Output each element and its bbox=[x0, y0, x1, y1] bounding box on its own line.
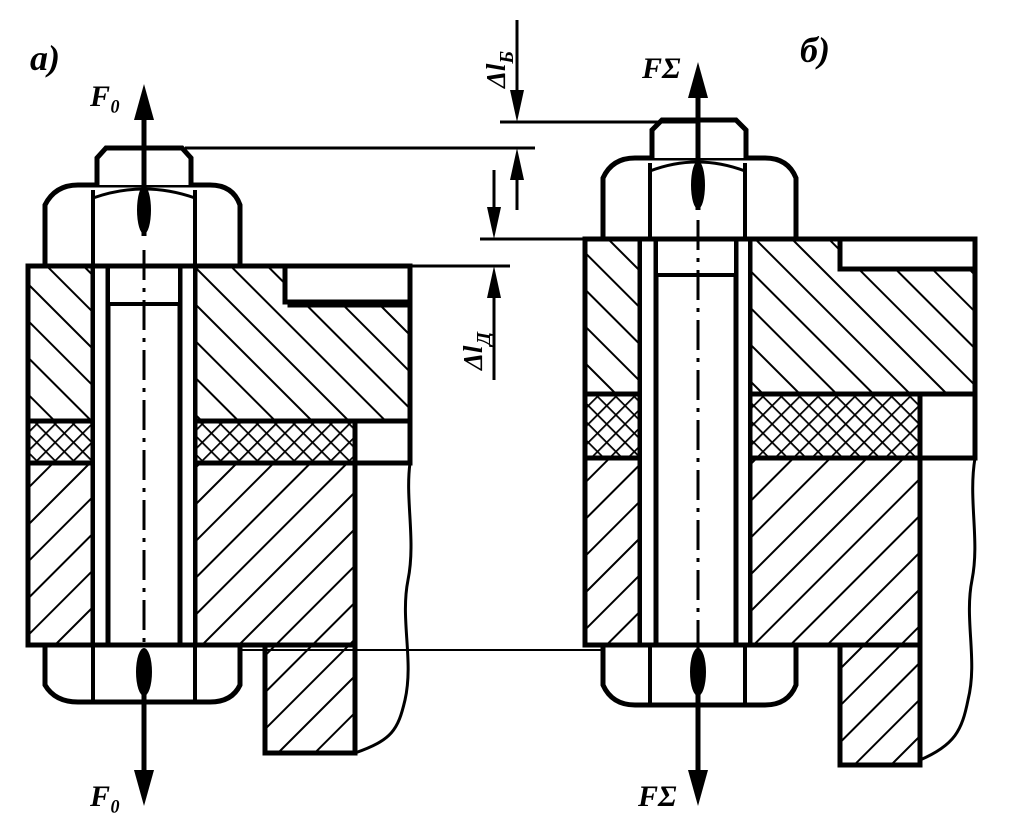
lower-flange-a-left bbox=[25, 460, 96, 648]
break-line-b bbox=[919, 457, 977, 762]
dim-label-part-compression-main: Δl bbox=[458, 345, 488, 371]
gasket-b-left bbox=[582, 391, 643, 461]
dim-label-part-compression-sub: Д bbox=[473, 331, 495, 348]
flange-leg-b bbox=[837, 642, 923, 768]
dimension-lines bbox=[185, 20, 700, 651]
force-arrow-top-a bbox=[134, 84, 154, 236]
dim-arrow-part-compression bbox=[487, 170, 501, 380]
dim-label-bolt-elongation: ΔlБ bbox=[481, 51, 518, 89]
svg-text:ΔlБ: ΔlБ bbox=[481, 51, 518, 89]
gasket-a-right bbox=[192, 418, 358, 466]
dim-label-part-compression: ΔlД bbox=[458, 331, 495, 371]
force-label-top-b: FΣ bbox=[641, 52, 681, 85]
break-line-a bbox=[354, 462, 413, 755]
bolt-thread-b bbox=[654, 237, 738, 277]
force-arrow-bottom-b bbox=[688, 648, 708, 806]
variant-a-label: а) bbox=[30, 38, 60, 78]
force-label-bottom-b: FΣ bbox=[637, 780, 677, 813]
force-arrow-top-b bbox=[688, 62, 708, 210]
force-arrow-bottom-a bbox=[134, 648, 154, 806]
upper-plate-a-left bbox=[25, 263, 96, 424]
dim-label-bolt-elongation-sub: Б bbox=[496, 51, 518, 65]
variant-b-label: б) bbox=[800, 30, 830, 70]
flange-leg-a bbox=[262, 642, 358, 756]
gasket-a-left bbox=[25, 418, 96, 466]
assembly-b bbox=[582, 62, 978, 806]
gasket-b-right bbox=[747, 391, 923, 461]
bolt-shank-b bbox=[653, 236, 739, 648]
assembly-a bbox=[25, 84, 413, 806]
dim-arrow-bolt-elongation bbox=[510, 20, 524, 210]
lower-flange-b-right bbox=[747, 455, 923, 648]
dim-label-bolt-elongation-main: Δl bbox=[481, 63, 511, 89]
force-label-top-a: F₀ bbox=[89, 80, 120, 113]
svg-text:ΔlД: ΔlД bbox=[458, 331, 495, 371]
lower-flange-a-right bbox=[192, 460, 358, 648]
lower-flange-b-left bbox=[582, 455, 643, 648]
force-label-bottom-a: F₀ bbox=[89, 780, 120, 813]
upper-plate-b-left bbox=[582, 236, 643, 397]
